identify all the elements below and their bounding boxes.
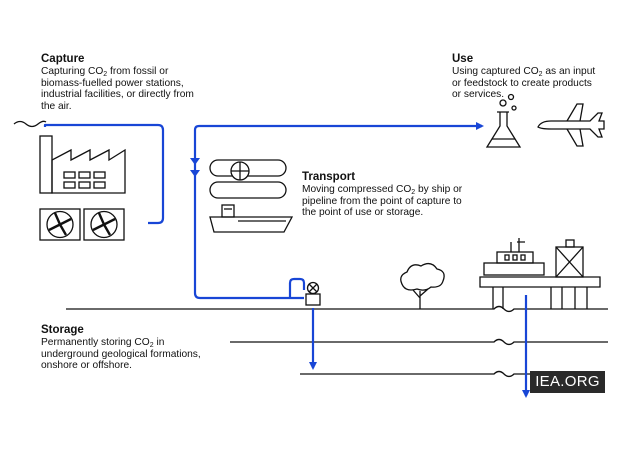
transport-section: Transport Moving compressed CO2 by ship … — [302, 170, 512, 219]
use-text: as an input — [542, 66, 596, 77]
use-heading: Use — [452, 53, 474, 65]
transport-text: Moving compressed CO — [302, 184, 412, 195]
use-subscript: 2 — [538, 71, 543, 78]
transport-text: by ship or — [415, 184, 463, 195]
capture-text: the air. — [41, 100, 72, 112]
transport-subscript: 2 — [411, 189, 416, 196]
storage-text: onshore or offshore. — [41, 360, 132, 372]
storage-section: Storage Permanently storing CO2 in under… — [41, 323, 261, 372]
capture-section: Capture Capturing CO2 from fossil or bio… — [41, 52, 241, 112]
storage-text: in — [153, 337, 165, 348]
flask-icon — [485, 93, 522, 148]
transport-description: Moving compressed CO2 by ship or pipelin… — [302, 184, 512, 219]
ground-lines — [66, 305, 608, 378]
use-text: or feedstock to create products — [452, 77, 592, 89]
flow-trunk-down — [193, 130, 304, 300]
transport-heading: Transport — [302, 171, 356, 183]
pipeline-icon — [209, 159, 287, 199]
use-text: Using captured CO — [452, 66, 539, 77]
use-section: Use Using captured CO2 as an input or fe… — [452, 52, 632, 101]
flow-from-factory — [43, 123, 165, 225]
capture-text: industrial facilities, or directly from — [41, 89, 194, 101]
tree-icon — [400, 262, 445, 309]
junction-arrows — [190, 158, 200, 177]
co2-flow-lines — [43, 122, 530, 398]
storage-text: underground geological formations, — [41, 348, 201, 360]
offshore-platform-icon — [479, 238, 601, 309]
storage-subscript: 2 — [149, 342, 154, 349]
underground-layer-line-2 — [300, 370, 530, 378]
factory-icon — [13, 120, 126, 194]
storage-text: Permanently storing CO — [41, 337, 150, 348]
use-text: or services. — [452, 89, 505, 101]
use-description: Using captured CO2 as an input or feedst… — [452, 66, 632, 101]
transport-text: the point of use or storage. — [302, 207, 424, 219]
capture-text: biomass-fuelled power stations, — [41, 77, 184, 89]
ground-surface-line — [66, 305, 608, 313]
underground-layer-line-1 — [230, 338, 608, 346]
storage-description: Permanently storing CO2 in underground g… — [41, 337, 261, 372]
flow-to-valve — [288, 277, 306, 298]
transport-text: pipeline from the point of capture to — [302, 195, 462, 207]
capture-description: Capturing CO2 from fossil or biomass-fue… — [41, 66, 241, 112]
airplane-icon — [537, 103, 605, 147]
capture-text: from fossil or — [107, 66, 169, 77]
capture-heading: Capture — [41, 53, 85, 65]
capture-subscript: 2 — [103, 71, 108, 78]
storage-heading: Storage — [41, 324, 84, 336]
capture-text: Capturing CO — [41, 66, 104, 77]
ship-icon — [209, 204, 294, 233]
flow-main-trunk — [193, 122, 484, 131]
valve-icon — [305, 281, 321, 306]
fan-icon — [39, 208, 125, 241]
iea-watermark: IEA.ORG — [530, 371, 605, 393]
